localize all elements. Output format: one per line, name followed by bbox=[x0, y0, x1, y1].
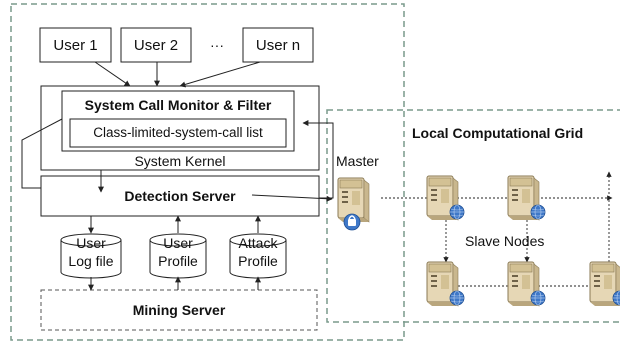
arrow-user1 bbox=[94, 61, 131, 87]
detection-server-label: Detection Server bbox=[124, 188, 236, 204]
detection-to-master bbox=[251, 194, 333, 202]
user-label: User 2 bbox=[133, 37, 179, 54]
user-box-1 bbox=[39, 27, 112, 63]
grid-title: Local Computational Grid bbox=[412, 125, 584, 141]
store-label: User bbox=[163, 235, 193, 251]
mining-server-label: Mining Server bbox=[132, 302, 226, 318]
slave-server-icon bbox=[426, 261, 465, 307]
master-server-icon bbox=[337, 177, 370, 231]
user-box-n bbox=[242, 27, 314, 63]
store-user-profile bbox=[149, 233, 207, 279]
user-label: User 1 bbox=[53, 37, 98, 54]
monitor-title: System Call Monitor & Filter bbox=[84, 97, 272, 113]
loop-right bbox=[302, 120, 334, 199]
store-label: User bbox=[76, 235, 106, 251]
slave-server-icon bbox=[507, 175, 546, 221]
store-label: Attack bbox=[238, 235, 278, 251]
grid-region bbox=[326, 109, 620, 323]
user-box-2 bbox=[120, 27, 192, 63]
store-label: Log file bbox=[68, 253, 114, 269]
arrow-usern bbox=[179, 61, 261, 88]
slave-server-icon bbox=[507, 261, 546, 307]
store-label: Profile bbox=[238, 253, 278, 269]
store-label: Profile bbox=[158, 253, 198, 269]
slave-server-icon bbox=[589, 261, 620, 307]
store-attack-profile bbox=[229, 233, 287, 279]
syscall-box bbox=[69, 118, 287, 148]
user-label: User n bbox=[255, 37, 301, 54]
master-label: Master bbox=[336, 153, 379, 169]
slave-nodes-label: Slave Nodes bbox=[465, 233, 545, 249]
syscall-list-label: Class-limited-system-call list bbox=[93, 125, 263, 140]
store-user-log bbox=[60, 233, 122, 279]
kernel-label: System Kernel bbox=[134, 153, 226, 169]
host-region bbox=[10, 3, 405, 341]
loop-left bbox=[21, 118, 63, 189]
users-ellipsis: ··· bbox=[210, 37, 224, 53]
mining-box bbox=[40, 289, 318, 331]
grid-links bbox=[381, 171, 613, 289]
